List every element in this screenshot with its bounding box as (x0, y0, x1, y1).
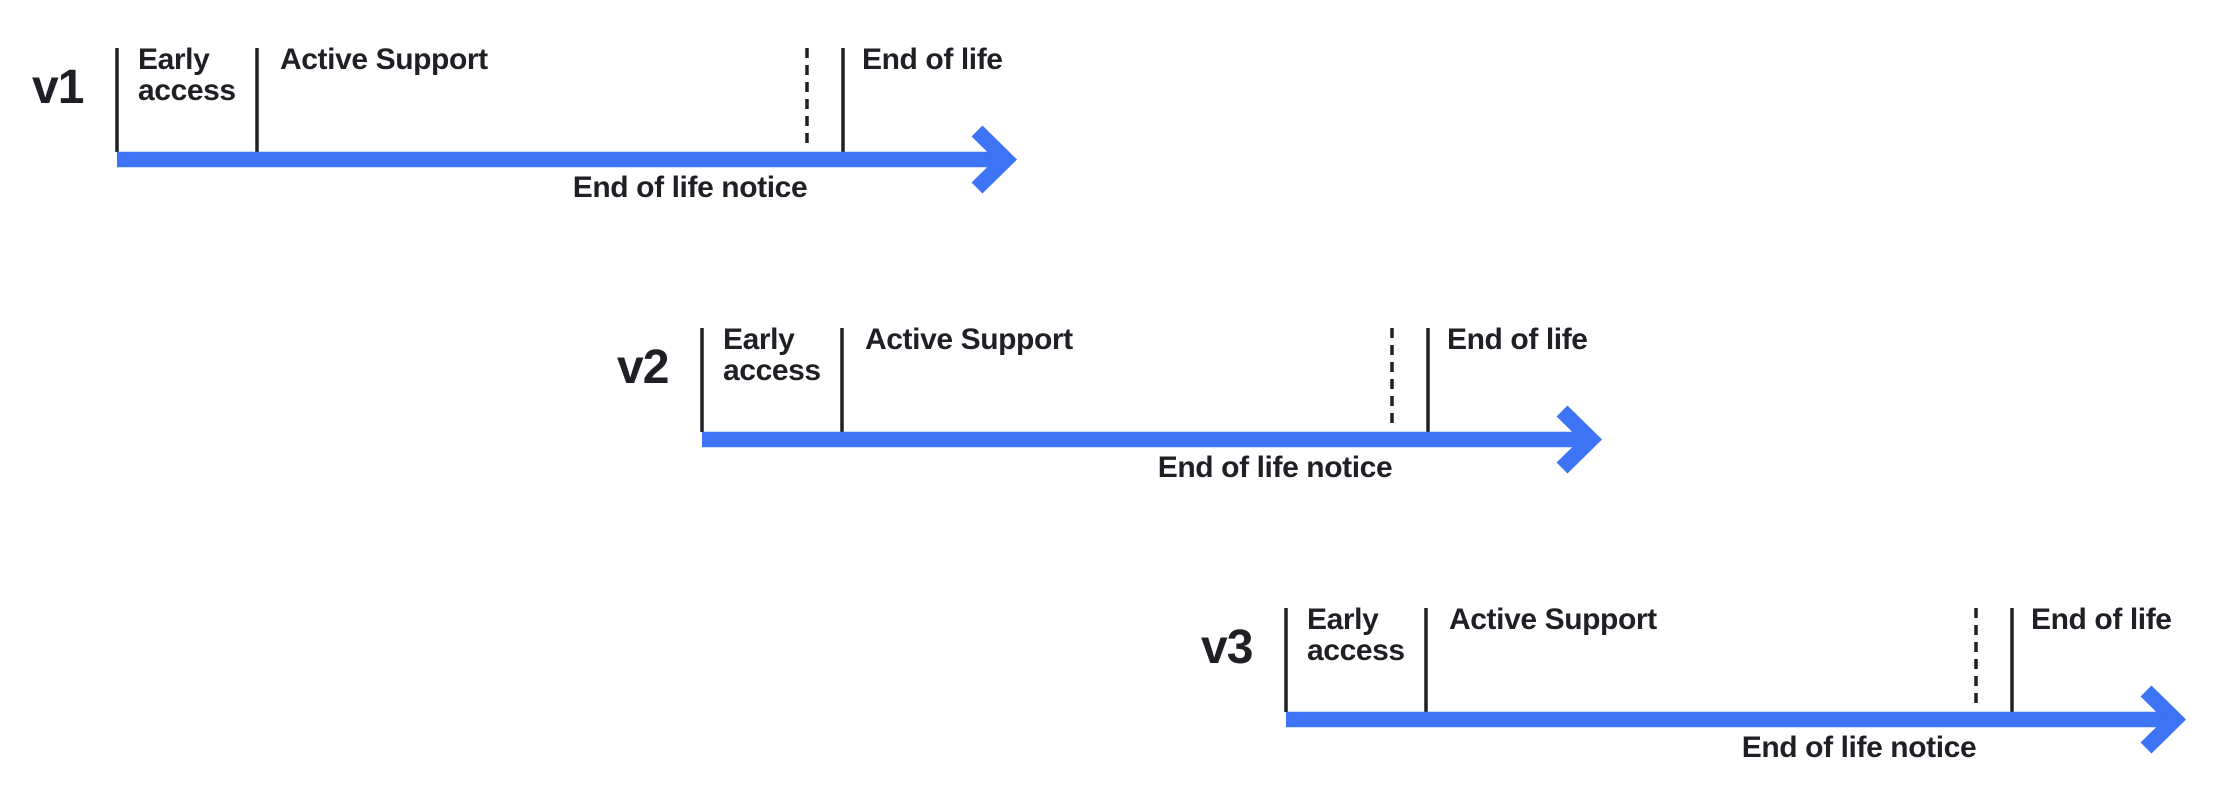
arrow-head (2140, 685, 2187, 754)
stage-label-early-access: Early access (1307, 603, 1405, 667)
end-of-life-label: End of life (862, 43, 1003, 76)
end-of-life-notice-label: End of life notice (572, 171, 808, 204)
version-label-v3: v3 (1201, 621, 1253, 674)
stage-label-active-support: Active Support (865, 323, 1073, 356)
stage-label-early-access: Early access (138, 43, 236, 107)
stage-label-early-access: Early access (723, 323, 821, 387)
end-of-life-label: End of life (1447, 323, 1588, 356)
timeline-arrow-graphic (700, 328, 1603, 474)
timeline-arrow-graphic (1284, 608, 2187, 754)
arrow-head (1556, 405, 1603, 474)
timeline-row-v1: v1 Early access Active Support End of li… (32, 44, 1042, 223)
timeline-arrow-graphic (115, 48, 1018, 194)
version-label-v2: v2 (617, 341, 669, 394)
version-label-v1: v1 (32, 61, 84, 114)
timeline-row-v3: v3 Early access Active Support End of li… (1201, 604, 2211, 783)
end-of-life-notice-label: End of life notice (1741, 731, 1977, 764)
timeline-row-v2: v2 Early access Active Support End of li… (617, 324, 1627, 503)
arrow-head (971, 125, 1018, 194)
stage-label-active-support: Active Support (280, 43, 488, 76)
end-of-life-label: End of life (2031, 603, 2172, 636)
stage-label-active-support: Active Support (1449, 603, 1657, 636)
end-of-life-notice-label: End of life notice (1157, 451, 1393, 484)
